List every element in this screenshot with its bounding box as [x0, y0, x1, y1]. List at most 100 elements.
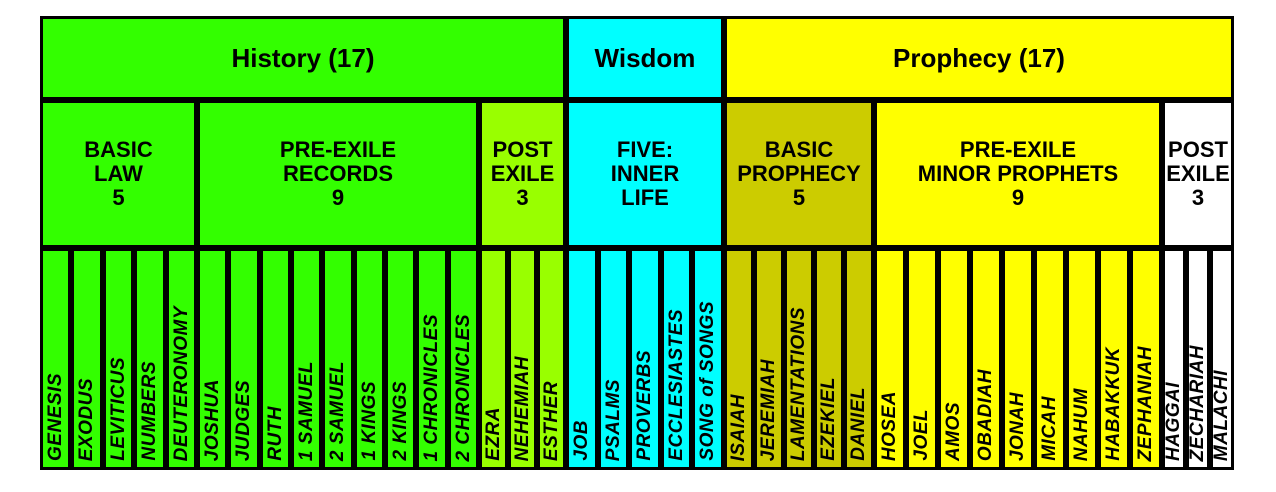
book-cell: LEVITICUS — [103, 248, 134, 470]
book-name: JOEL — [911, 409, 932, 461]
book-name: MICAH — [1039, 396, 1060, 461]
book-name: JUDGES — [233, 379, 254, 461]
book-cell: JOSHUA — [197, 248, 228, 470]
book-name: 1 CHRONICLES — [421, 313, 442, 461]
book-name: LAMENTATIONS — [788, 306, 809, 461]
book-cell: SONG of SONGS — [692, 248, 724, 470]
section-title: History (17) — [231, 42, 375, 73]
group-label: PRE-EXILE MINOR PROPHETS — [917, 137, 1119, 186]
book-name: NUMBERS — [139, 361, 160, 461]
book-cell: ZEPHANIAH — [1130, 248, 1162, 470]
book-cell: ESTHER — [537, 248, 566, 470]
section-header: Prophecy (17) — [724, 16, 1234, 100]
book-name: JOB — [571, 420, 592, 461]
group-count: 9 — [331, 185, 345, 210]
book-cell: EZEKIEL — [814, 248, 844, 470]
section-title: Prophecy (17) — [893, 42, 1065, 73]
book-cell: ECCLESIASTES — [661, 248, 692, 470]
book-name: 2 CHRONICLES — [452, 313, 474, 461]
book-cell: OBADIAH — [970, 248, 1002, 470]
book-name: AMOS — [943, 402, 964, 461]
book-cell: EZRA — [479, 248, 508, 470]
group-count: 3 — [1191, 185, 1205, 210]
book-cell: GENESIS — [40, 248, 71, 470]
group-count: 5 — [112, 185, 125, 210]
book-name: MALACHI — [1211, 369, 1232, 461]
group-label: BASIC PROPHECY — [737, 137, 861, 186]
section-header: History (17) — [40, 16, 566, 100]
book-cell: JOB — [566, 248, 598, 470]
book-cell: 2 KINGS — [385, 248, 416, 470]
book-name: JEREMIAH — [758, 358, 779, 461]
group-count: 3 — [516, 185, 529, 210]
book-name: ZEPHANIAH — [1135, 345, 1156, 461]
book-cell: MALACHI — [1210, 248, 1234, 470]
book-cell: LAMENTATIONS — [784, 248, 814, 470]
book-name: HOSEA — [879, 390, 900, 461]
book-name: DANIEL — [848, 387, 869, 461]
book-name: PSALMS — [602, 378, 624, 461]
book-cell: ZECHARIAH — [1186, 248, 1210, 470]
book-name: SONG of SONGS — [697, 301, 718, 461]
group-label: PRE-EXILE RECORDS — [279, 137, 397, 186]
book-name: 2 SAMUEL — [327, 360, 348, 461]
book-name: ZECHARIAH — [1187, 344, 1208, 461]
book-cell: NEHEMIAH — [508, 248, 537, 470]
book-name: HABAKKUK — [1103, 347, 1124, 461]
group-label: POST EXILE — [490, 137, 555, 186]
book-cell: 1 CHRONICLES — [416, 248, 448, 470]
book-name: 2 KINGS — [389, 381, 411, 461]
book-name: PROVERBS — [634, 350, 655, 461]
book-cell: EXODUS — [71, 248, 103, 470]
book-cell: DANIEL — [844, 248, 874, 470]
group-label: FIVE: INNER LIFE — [610, 137, 680, 210]
book-cell: RUTH — [260, 248, 291, 470]
group-label: BASIC LAW — [84, 137, 153, 186]
book-cell: PROVERBS — [629, 248, 661, 470]
book-name: ESTHER — [540, 380, 562, 461]
book-name: NEHEMIAH — [511, 355, 533, 461]
book-cell: JOEL — [906, 248, 938, 470]
book-name: ISAIAH — [728, 393, 749, 461]
book-cell: ISAIAH — [724, 248, 754, 470]
book-cell: PSALMS — [598, 248, 629, 470]
book-name: GENESIS — [44, 373, 66, 461]
book-name: EZRA — [482, 407, 504, 461]
book-cell: JEREMIAH — [754, 248, 784, 470]
book-cell: HAGGAI — [1162, 248, 1186, 470]
book-cell: NAHUM — [1066, 248, 1098, 470]
book-name: JOSHUA — [201, 378, 223, 461]
bible-books-chart: History (17) Wisdom Prophecy (17) BASIC LAW… — [40, 16, 1234, 470]
group-cell: FIVE: INNER LIFE — [566, 100, 724, 248]
book-cell: HABAKKUK — [1098, 248, 1130, 470]
group-count: 5 — [792, 185, 806, 210]
group-label: POST EXILE — [1166, 137, 1230, 186]
book-cell: NUMBERS — [134, 248, 166, 470]
book-name: ECCLESIASTES — [665, 309, 687, 461]
book-name: 1 SAMUEL — [295, 360, 317, 461]
book-name: RUTH — [264, 406, 286, 461]
book-cell: MICAH — [1034, 248, 1066, 470]
book-cell: JUDGES — [228, 248, 260, 470]
book-cell: 2 CHRONICLES — [448, 248, 479, 470]
section-header: Wisdom — [566, 16, 724, 100]
book-name: DEUTERONOMY — [170, 305, 192, 461]
book-name: EZEKIEL — [818, 377, 839, 461]
group-count: 9 — [1011, 185, 1025, 210]
book-cell: HOSEA — [874, 248, 906, 470]
section-title: Wisdom — [594, 42, 696, 73]
book-cell: 1 KINGS — [354, 248, 385, 470]
book-cell: 2 SAMUEL — [322, 248, 354, 470]
book-cell: AMOS — [938, 248, 970, 470]
book-cell: 1 SAMUEL — [291, 248, 322, 470]
book-name: NAHUM — [1071, 387, 1092, 461]
book-cell: DEUTERONOMY — [166, 248, 197, 470]
book-cell: JONAH — [1002, 248, 1034, 470]
book-name: OBADIAH — [975, 368, 996, 461]
